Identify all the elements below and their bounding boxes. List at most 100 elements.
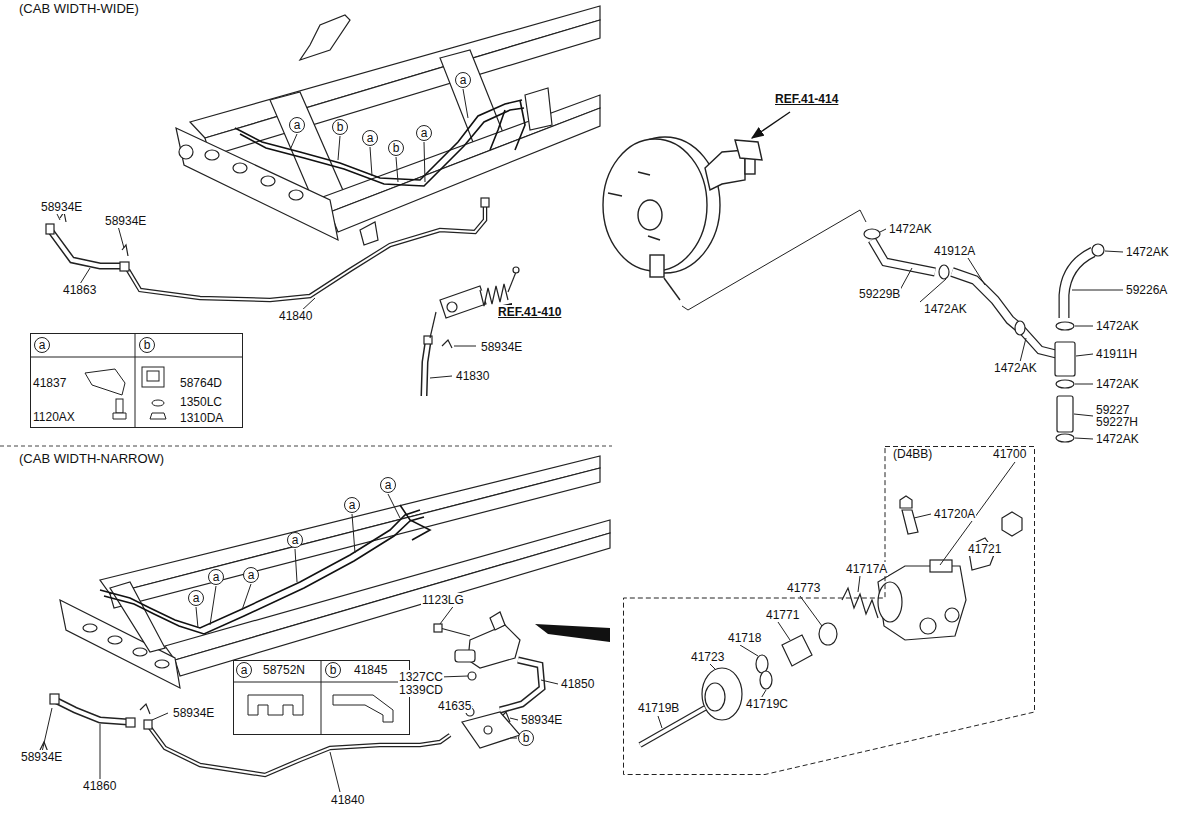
callout-circle: b: [518, 730, 534, 746]
callout-number: 1472AK: [888, 222, 933, 236]
callout-number: 41863: [62, 283, 97, 297]
callout-number: 1472AK: [993, 361, 1038, 375]
callout-number: 41720A: [933, 507, 976, 521]
part-number: 58752N: [263, 663, 305, 677]
assembly-outline: (D4BB) 41700: [623, 446, 1035, 775]
assembly-label: (D4BB): [893, 447, 932, 461]
legend-table: 41837 1120AX 58764D 1350LC 1310DA a b: [30, 333, 243, 428]
callout-number: 1472AK: [1095, 377, 1140, 391]
callout-circle: a: [243, 567, 259, 583]
callout-circle: a: [208, 569, 224, 585]
callout-number: 1339CD: [398, 683, 444, 697]
section-divider: [0, 446, 612, 447]
circle-letter: b: [333, 120, 347, 134]
circle-letter: a: [35, 338, 49, 352]
callout-number: 41635: [437, 699, 472, 713]
circle-letter: a: [290, 118, 304, 132]
brake-booster: [603, 137, 762, 300]
part-number: 1350LC: [180, 395, 222, 409]
callout-number: 41721: [967, 542, 1002, 556]
callout-number: 41723: [690, 650, 725, 664]
circle-letter: a: [189, 591, 203, 605]
callout-number: 1472AK: [1095, 432, 1140, 446]
callout-number: 58934E: [104, 214, 147, 228]
section-heading: (CAB WIDTH-WIDE): [18, 2, 140, 16]
callout-circle: a: [287, 532, 303, 548]
circle-letter: a: [363, 131, 377, 145]
circle-letter: a: [417, 126, 431, 140]
brake-lines-wide: [235, 100, 525, 186]
callout-circle: b: [139, 337, 155, 353]
cylinder-exploded: [702, 496, 1022, 720]
frame-wide: [176, 6, 600, 245]
callout-number: 1472AK: [1095, 319, 1140, 333]
release-cylinder: [40, 612, 520, 752]
callout-circle: a: [34, 337, 50, 353]
part-number: 1310DA: [180, 411, 223, 425]
circle-letter: b: [519, 731, 533, 745]
callout-number: 41860: [82, 779, 117, 793]
callout-circle: a: [236, 662, 252, 678]
reference-label: REF.41-410: [497, 305, 562, 319]
circle-letter: a: [381, 478, 395, 492]
callout-number: 58934E: [520, 713, 563, 727]
circle-letter: a: [288, 533, 302, 547]
callout-number: 1327CC: [398, 670, 444, 684]
callout-number: 58934E: [480, 340, 523, 354]
callout-circle: b: [388, 140, 404, 156]
callout-number: 41840: [330, 793, 365, 807]
callout-circle: a: [362, 130, 378, 146]
callout-circle: a: [344, 497, 360, 513]
callout-number: 41850: [560, 677, 595, 691]
callout-number: 41773: [786, 581, 821, 595]
callout-number: 41719B: [637, 701, 680, 715]
circle-letter: a: [209, 570, 223, 584]
assembly-outline-outline: [623, 446, 1035, 775]
clutch-master-cylinder: [430, 267, 519, 338]
callout-number: 41718: [727, 631, 762, 645]
callout-number: 1123LG: [421, 593, 465, 607]
callout-circle: a: [289, 117, 305, 133]
leader-lines: [290, 89, 468, 182]
callout-number: 41830: [455, 369, 490, 383]
callout-number: 41912A: [933, 244, 976, 258]
callout-number: 1472AK: [1125, 245, 1170, 259]
reference-label: REF.41-414: [774, 92, 839, 106]
circle-letter: b: [140, 338, 154, 352]
frame-narrow: [60, 456, 610, 688]
circle-letter: a: [456, 73, 470, 87]
callout-number: 41911H: [1095, 347, 1138, 361]
callout-circle: a: [416, 125, 432, 141]
vacuum-hoses: [872, 240, 1093, 354]
section-heading: (CAB WIDTH-NARROW): [18, 452, 165, 466]
clips-wide: [46, 198, 489, 348]
hose-clamps: [864, 229, 1104, 442]
part-number: 1120AX: [33, 410, 75, 424]
callout-number: 41771: [765, 608, 800, 622]
callout-number: 41717A: [845, 562, 888, 576]
circle-letter: a: [345, 498, 359, 512]
callout-number: 41840: [278, 309, 313, 323]
callout-number: 58934E: [40, 200, 83, 214]
callout-number: 58934E: [20, 750, 63, 764]
callout-number: 59226A: [1125, 283, 1168, 297]
callout-number: 59229B: [858, 287, 901, 301]
part-number: 58764D: [180, 376, 222, 390]
legend-table: 58752N 41845 a b: [233, 660, 410, 735]
callout-circle: a: [380, 477, 396, 493]
assembly-label: 41700: [993, 447, 1026, 461]
circle-letter: b: [389, 141, 403, 155]
callout-circle: b: [325, 662, 341, 678]
pipe-41840-narrow: [55, 660, 542, 775]
callout-circle: b: [332, 119, 348, 135]
circle-letter: a: [237, 663, 251, 677]
brake-lines-narrow: [100, 505, 430, 634]
part-number: 41845: [354, 663, 387, 677]
circle-letter: a: [244, 568, 258, 582]
callout-number: 1472AK: [923, 302, 968, 316]
callout-number: 41719C: [745, 697, 789, 711]
callout-circle: a: [455, 72, 471, 88]
part-number: 41837: [33, 376, 66, 390]
callout-circle: a: [188, 590, 204, 606]
